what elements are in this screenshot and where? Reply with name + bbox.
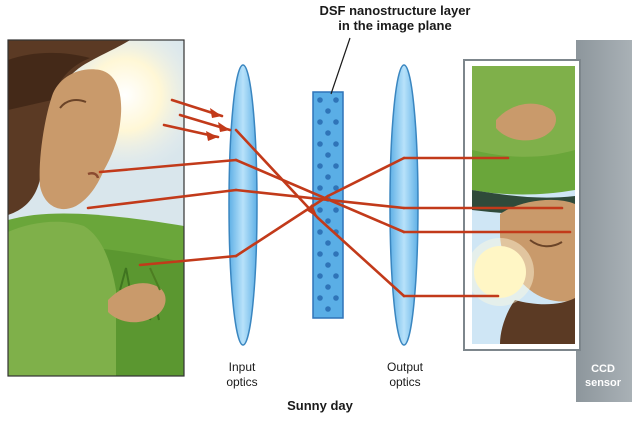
dsf-layer-label-line1: DSF nanostructure layer bbox=[319, 3, 471, 18]
ccd-sensor-label-line1: CCD bbox=[591, 363, 615, 375]
nano-dot bbox=[325, 218, 331, 224]
ray-mid-2 bbox=[234, 158, 406, 234]
ray-mid-1 bbox=[234, 128, 320, 220]
dsf-layer-label-line2: in the image plane bbox=[338, 18, 452, 33]
nano-dot bbox=[317, 119, 323, 125]
nano-dot bbox=[333, 207, 339, 213]
projected-image bbox=[472, 66, 575, 344]
nano-dot bbox=[333, 141, 339, 147]
sensor-body bbox=[576, 40, 632, 402]
nano-dot bbox=[333, 163, 339, 169]
ray-mid-6 bbox=[316, 216, 406, 298]
input-optics-label-line2: optics bbox=[226, 375, 258, 389]
arrowhead-4 bbox=[306, 204, 318, 218]
nano-dot bbox=[333, 295, 339, 301]
arrowhead-2 bbox=[206, 131, 218, 141]
nano-dot bbox=[333, 119, 339, 125]
nano-dot bbox=[317, 229, 323, 235]
ccd-sensor-label-line2: sensor bbox=[584, 377, 622, 389]
ray-in-2 bbox=[86, 188, 238, 210]
nano-dot bbox=[333, 185, 339, 191]
nano-dot bbox=[333, 97, 339, 103]
output-optics-label-line2: optics bbox=[389, 375, 421, 389]
nano-dot bbox=[317, 273, 323, 279]
nano-dot bbox=[317, 207, 323, 213]
input-optics-label-line1: Input bbox=[228, 360, 256, 374]
nano-dot bbox=[317, 295, 323, 301]
caption: Sunny day bbox=[287, 398, 353, 413]
light-rays bbox=[86, 98, 572, 298]
ray-in-3 bbox=[138, 254, 238, 267]
nano-dot bbox=[317, 185, 323, 191]
output-optics-label: Output optics bbox=[370, 360, 440, 390]
nano-dot bbox=[317, 141, 323, 147]
nano-dot bbox=[325, 130, 331, 136]
nano-dot bbox=[325, 306, 331, 312]
input-photo-frame bbox=[7, 39, 185, 377]
nano-dot bbox=[325, 284, 331, 290]
nano-dot bbox=[325, 152, 331, 158]
nano-dot bbox=[325, 174, 331, 180]
ray-mid-5 bbox=[326, 156, 406, 198]
nano-dot bbox=[317, 97, 323, 103]
layer-leader-line bbox=[330, 37, 351, 95]
nano-dot bbox=[325, 240, 331, 246]
ray-mid-3 bbox=[234, 188, 406, 210]
output-lens bbox=[389, 64, 419, 346]
nano-dot bbox=[333, 273, 339, 279]
ray-arrowheads bbox=[206, 108, 318, 218]
nano-dot bbox=[317, 163, 323, 169]
nano-dot bbox=[317, 251, 323, 257]
arrowhead-1 bbox=[210, 108, 222, 118]
ray-in-1 bbox=[98, 158, 238, 174]
nanostructure-dots bbox=[317, 97, 339, 312]
nano-dot bbox=[333, 251, 339, 257]
output-optics-label-line1: Output bbox=[386, 360, 424, 374]
projected-sun bbox=[474, 246, 526, 298]
dsf-layer-label: DSF nanostructure layer in the image pla… bbox=[300, 3, 490, 33]
input-optics-label: Input optics bbox=[212, 360, 272, 390]
nano-dot bbox=[325, 262, 331, 268]
arrowhead-3 bbox=[218, 122, 230, 132]
nano-dot bbox=[325, 108, 331, 114]
input-photo bbox=[8, 40, 184, 376]
ccd-sensor-label: CCD sensor bbox=[578, 362, 628, 390]
input-lens bbox=[228, 64, 258, 346]
